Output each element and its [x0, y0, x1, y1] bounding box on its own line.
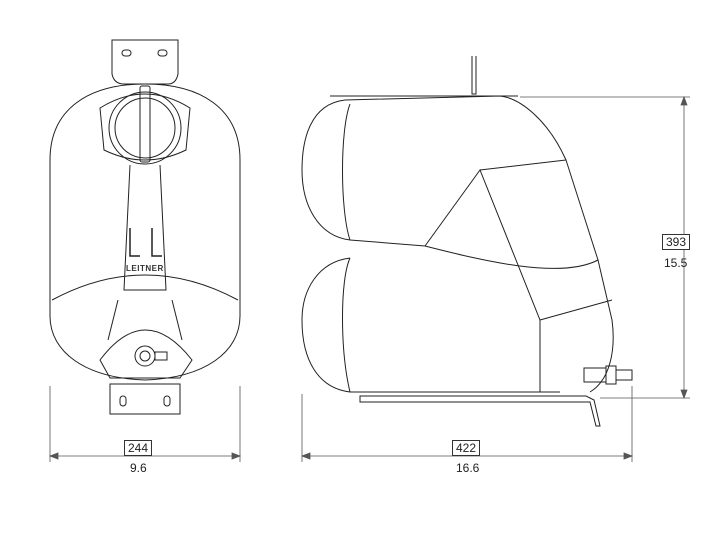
bottom-bracket — [109, 383, 181, 415]
height-mm: 393 — [662, 234, 691, 250]
side-lower-lobe — [301, 257, 560, 393]
tank-logo-text: LEITNER — [126, 264, 164, 273]
front-width-arrow-left — [48, 452, 59, 460]
top-bracket — [111, 39, 179, 85]
height-arrow-top — [680, 95, 688, 106]
front-cap-outer — [108, 91, 182, 165]
front-spine — [123, 164, 167, 291]
side-fitting-nut — [605, 365, 617, 385]
front-width-mm: 244 — [124, 440, 153, 456]
front-cap-handle — [139, 85, 151, 163]
side-lower-inner — [342, 257, 351, 393]
height-arrow-bottom — [680, 389, 688, 400]
bottom-bracket-slot-right — [163, 395, 171, 407]
side-crease-2 — [479, 159, 567, 171]
side-lower-body — [424, 245, 614, 393]
top-bracket-slot-left — [121, 49, 132, 57]
front-valve-base — [99, 329, 193, 379]
side-upper-body — [344, 95, 599, 261]
top-bracket-slot-right — [157, 49, 168, 57]
side-fitting-tip — [615, 369, 633, 381]
front-valve-outer — [134, 345, 156, 367]
side-width-in: 16.6 — [456, 461, 480, 475]
side-width-arrow-left — [300, 452, 311, 460]
front-view — [49, 39, 241, 415]
side-width-arrow-right — [623, 452, 634, 460]
front-width-in: 9.6 — [130, 461, 147, 475]
side-width-mm: 422 — [452, 440, 481, 456]
height-in: 15.5 — [664, 256, 688, 270]
side-top-pin — [471, 56, 477, 95]
front-mid-seam — [51, 274, 239, 301]
dimension-lines — [48, 95, 690, 462]
front-spine-inner — [107, 299, 183, 341]
front-cap-inner — [114, 97, 176, 159]
front-valve-stub — [154, 351, 168, 361]
side-view — [301, 56, 633, 427]
front-width-arrow-right — [231, 452, 242, 460]
bottom-bracket-slot-left — [119, 395, 127, 407]
side-base-flange — [359, 395, 601, 427]
side-crease-1 — [424, 168, 613, 321]
front-valve-inner — [139, 350, 151, 362]
logo-mark — [129, 228, 162, 257]
side-upper-inner — [342, 103, 351, 241]
front-tank-outline — [49, 83, 241, 381]
side-upper-lobe — [301, 99, 426, 247]
front-cap-collar — [99, 93, 191, 161]
